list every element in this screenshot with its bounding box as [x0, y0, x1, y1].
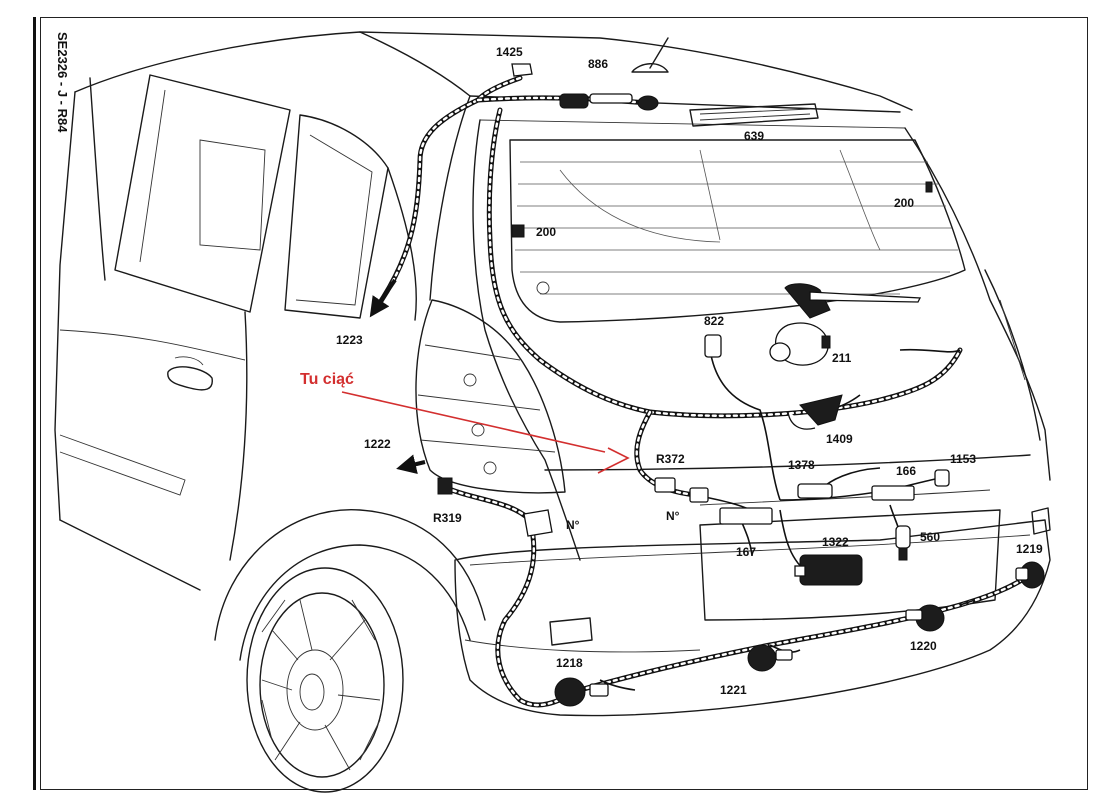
part-labels: 1425 886 639 200 200 1223 822 211 1409 R… — [336, 45, 1043, 697]
label-1222: 1222 — [364, 437, 391, 451]
leader-arrows — [369, 278, 426, 474]
label-1153: 1153 — [950, 452, 976, 466]
label-211: 211 — [832, 351, 852, 365]
wiring-harness — [372, 75, 1033, 708]
label-R319: R319 — [433, 511, 462, 525]
label-no-left: N° — [566, 518, 580, 532]
label-200-right: 200 — [894, 196, 914, 210]
label-1322: 1322 — [822, 535, 849, 549]
label-639: 639 — [744, 129, 764, 143]
label-822: 822 — [704, 314, 724, 328]
diagram-frame — [40, 17, 1088, 790]
label-1218: 1218 — [556, 656, 583, 670]
left-margin-bar — [33, 17, 36, 790]
label-560: 560 — [920, 530, 940, 544]
label-886: 886 — [588, 57, 608, 71]
label-200-left: 200 — [536, 225, 556, 239]
label-1409: 1409 — [826, 432, 853, 446]
annotation-tip — [597, 447, 630, 474]
label-no-right: N° — [666, 509, 680, 523]
label-1425: 1425 — [496, 45, 523, 59]
label-1220: 1220 — [910, 639, 937, 653]
label-167: 167 — [736, 545, 756, 559]
label-1378: 1378 — [788, 458, 815, 472]
drawing-code: SE2326 - J - R84 — [55, 32, 70, 133]
components — [437, 63, 1045, 707]
car-body — [54, 31, 1051, 793]
cut-annotation: Tu ciąć — [300, 371, 630, 474]
annotation-pointer — [341, 391, 606, 453]
label-R372: R372 — [656, 452, 685, 466]
annotation-text: Tu ciąć — [300, 371, 354, 388]
label-1223: 1223 — [336, 333, 363, 347]
label-1219: 1219 — [1016, 542, 1043, 556]
label-1221: 1221 — [720, 683, 747, 697]
label-166: 166 — [896, 464, 916, 478]
